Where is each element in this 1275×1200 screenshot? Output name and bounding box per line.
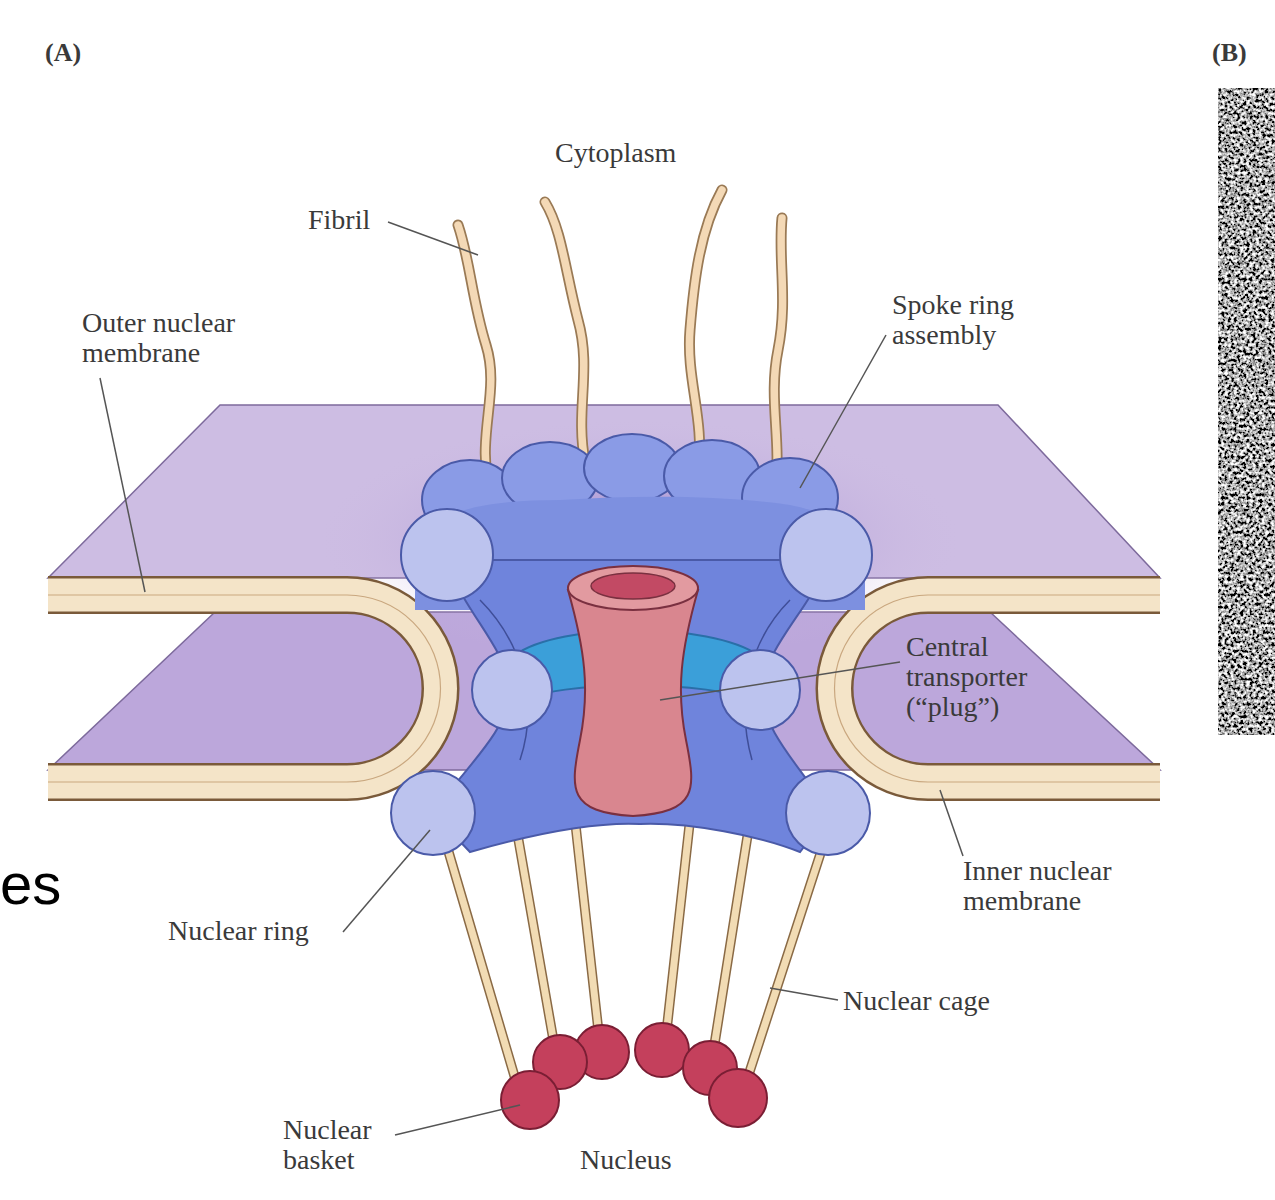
part-label: Outer nuclear membrane: [82, 308, 292, 368]
membrane-section-left: [48, 595, 441, 782]
membrane-section-right: [835, 595, 1161, 782]
part-label: Nuclear ring: [168, 916, 309, 946]
nuclear-basket-ring: [501, 1023, 767, 1129]
part-label: Fibril: [308, 205, 370, 235]
part-label: Spoke ring assembly: [892, 290, 1062, 350]
part-label: Nuclear cage: [843, 986, 990, 1016]
part-label: Nuclear basket: [283, 1115, 403, 1175]
part-label: Inner nuclear membrane: [963, 856, 1163, 916]
panel-label: (B): [1212, 38, 1247, 67]
part-label: Central transporter (“plug”): [906, 632, 1071, 722]
central-plug: [568, 566, 698, 816]
region-label: Cytoplasm: [555, 138, 676, 168]
spoke-ring-complex: [391, 434, 872, 855]
region-label: Nucleus: [580, 1145, 672, 1175]
panel-label: (A): [45, 38, 81, 67]
micrograph-panel: [1218, 88, 1275, 735]
slide-text-fragment: es: [0, 852, 61, 916]
leader-lines: [100, 222, 963, 1135]
nuclear-cage-rods: [448, 820, 820, 1095]
